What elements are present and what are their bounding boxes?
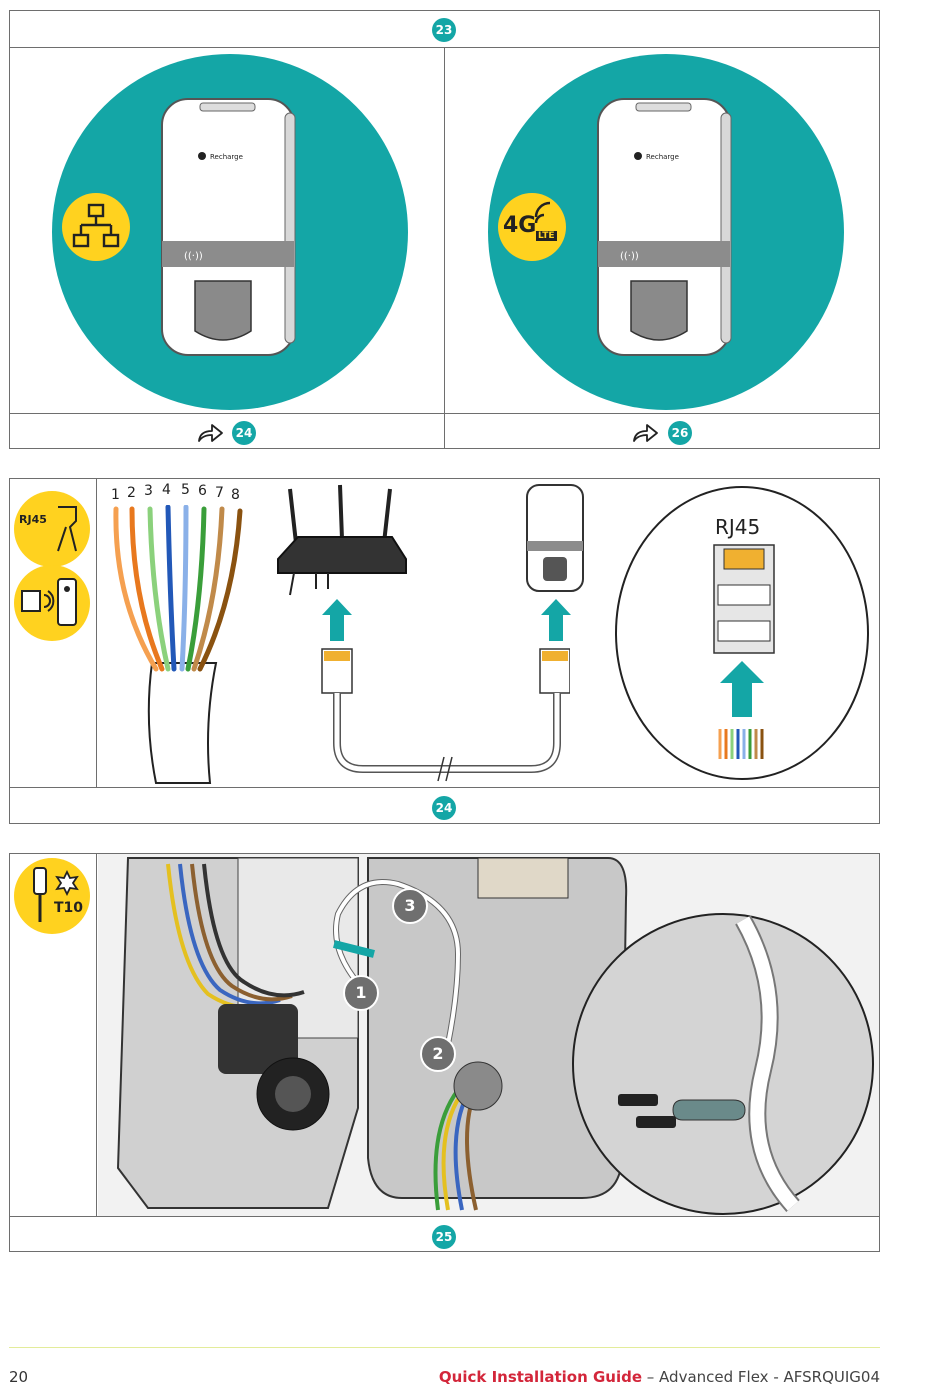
callout-1: 1 — [343, 975, 379, 1011]
step-badge: 24 — [432, 796, 456, 820]
divider — [96, 854, 97, 1216]
torx-star-icon — [55, 870, 79, 896]
next-step-arrow-icon — [198, 424, 223, 442]
wire-number: 6 — [198, 483, 207, 499]
document-title-bold: Quick Installation Guide — [438, 1368, 643, 1386]
divider — [10, 1216, 879, 1217]
step-badge: 23 — [432, 18, 456, 42]
torx-screwdriver-icon: T10 — [14, 858, 90, 934]
wire-number: 2 — [127, 485, 136, 501]
rj45-zoom-illustration — [615, 486, 869, 780]
cable-tester-icon — [14, 565, 90, 641]
panel-step-23: 23 Recharge ((·)) Recharge ((·)) — [9, 10, 880, 449]
up-arrow-icon — [322, 599, 352, 641]
next-step-arrow-icon — [633, 424, 658, 442]
t10-text: T10 — [54, 900, 84, 916]
svg-text:((·)): ((·)) — [620, 251, 639, 262]
next-step-badge: 24 — [232, 421, 256, 445]
divider — [10, 787, 879, 788]
divider — [10, 413, 879, 414]
up-arrow-icon — [541, 599, 571, 641]
footer-divider — [9, 1347, 880, 1348]
svg-text:Recharge: Recharge — [646, 153, 679, 161]
panel-step-24: 24 RJ45 1 2 3 4 5 6 7 8 — [9, 478, 880, 824]
network-icon — [62, 193, 130, 261]
wire-number: 5 — [181, 482, 190, 498]
callout-2: 2 — [420, 1036, 456, 1072]
callout-3: 3 — [392, 888, 428, 924]
page-number: 20 — [9, 1368, 29, 1386]
divider — [96, 479, 97, 787]
4g-text: 4G — [503, 213, 537, 238]
document-title: Quick Installation Guide – Advanced Flex… — [439, 1368, 880, 1386]
wire-number: 7 — [215, 485, 224, 501]
charger-small-illustration — [526, 484, 584, 592]
lte-text: LTE — [536, 231, 557, 241]
wire-number: 4 — [162, 482, 171, 498]
wire-number: 3 — [144, 483, 153, 499]
rj45-crimp-tool-icon: RJ45 — [14, 491, 90, 567]
document-title-rest: – Advanced Flex - AFSRQUIG04 — [642, 1368, 880, 1386]
patch-cable-illustration — [321, 648, 570, 782]
rj45-icon-text: RJ45 — [19, 513, 47, 526]
signal-waves-icon — [534, 201, 551, 224]
panel-step-25: 25 T10 — [9, 853, 880, 1252]
svg-text:Recharge: Recharge — [210, 153, 243, 161]
wire-number: 8 — [231, 487, 240, 503]
next-step-badge: 26 — [668, 421, 692, 445]
svg-text:((·)): ((·)) — [184, 251, 203, 262]
divider — [444, 47, 445, 448]
step-badge: 25 — [432, 1225, 456, 1249]
callout-number: 2 — [432, 1044, 444, 1063]
callout-number: 1 — [355, 983, 367, 1002]
ethernet-cable-wires-illustration — [113, 505, 243, 784]
wire-number: 1 — [111, 487, 120, 503]
charger-4g-illustration: Recharge ((·)) — [488, 54, 844, 410]
rj45-label: RJ45 — [715, 515, 761, 539]
4g-lte-icon: 4G LTE — [498, 193, 566, 261]
charger-network-illustration: Recharge ((·)) — [52, 54, 408, 410]
callout-number: 3 — [404, 896, 416, 915]
charger-internal-wiring-illustration — [98, 854, 879, 1216]
router-illustration — [277, 484, 407, 596]
